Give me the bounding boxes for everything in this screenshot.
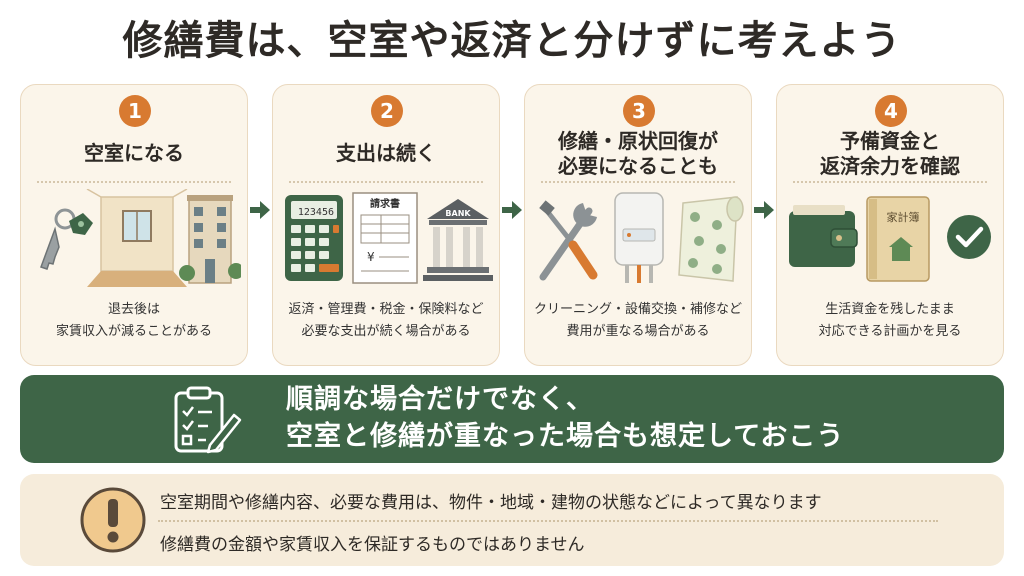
arrow-right-icon [250,201,270,219]
step-description-line: 必要な支出が続く場合がある [301,324,471,339]
step-card-4: 4 予備資金と 返済余力を確認 家計簿 生活資金を残したまま 対応できる計画かを… [776,84,1004,366]
bank-icon: BANK [423,199,493,281]
step-title: 支出は続く [273,141,499,166]
divider [541,181,735,183]
step-description-line: クリーニング・設備交換・補修など [533,302,742,317]
step-title-line: 返済余力を確認 [820,154,960,178]
invoice-icon: 請求書 ¥ [352,192,418,284]
key-message-line: 空室と修繕が重なった場合も想定しておこう [286,421,845,452]
step-description: 返済・管理費・税金・保険料など 必要な支出が続く場合がある [277,299,495,343]
divider [793,181,987,183]
bank-label: BANK [445,209,471,218]
step-description-line: 生活資金を残したまま [825,302,955,317]
household-book-label: 家計簿 [887,210,920,224]
wallpaper-roll-icon [678,196,744,282]
invoice-title: 請求書 [370,197,400,210]
step-description-line: 家賃収入が減ることがある [55,324,212,339]
step-illustration [40,189,241,287]
step-illustration [539,192,744,283]
step-title-line: 必要になることも [558,154,718,178]
tools-icon [539,200,598,281]
household-book-icon: 家計簿 [866,196,930,282]
step-description-line: 費用が重なる場合がある [566,324,710,339]
step-description-line: 退去後は [107,302,160,317]
step-description-line: 対応できる計画かを見る [818,324,962,339]
step-title: 予備資金と 返済余力を確認 [777,129,1003,179]
divider [158,520,938,522]
key-message-line: 順調な場合だけでなく、 [286,384,594,415]
disclaimer-line: 修繕費の金額や家賃収入を保証するものではありません [160,535,585,555]
apartment-building-icon [179,195,241,284]
arrow-right-icon [502,201,522,219]
empty-room-icon [86,189,188,287]
step-description: 退去後は 家賃収入が減ることがある [25,299,243,343]
step-title-line: 予備資金と [840,129,940,153]
step-card-2: 2 支出は続く 123456 請求書 ¥ [272,84,500,366]
step-number-badge: 3 [623,95,655,127]
step-card-1: 1 空室になる 退去後は 家 [20,84,248,366]
step-description: クリーニング・設備交換・補修など 費用が重なる場合がある [529,299,747,343]
step-card-3: 3 修繕・原状回復が 必要になることも [524,84,752,366]
disclaimer-note: 空室期間や修繕内容、必要な費用は、物件・地域・建物の状態などによって異なります … [20,474,1004,566]
divider [37,181,231,183]
step-number-badge: 4 [875,95,907,127]
disclaimer-line: 空室期間や修繕内容、必要な費用は、物件・地域・建物の状態などによって異なります [160,493,822,513]
calculator-display: 123456 [298,207,334,218]
key-message-banner: 順調な場合だけでなく、 空室と修繕が重なった場合も想定しておこう [20,375,1004,463]
divider [289,181,483,183]
step-description-line: 返済・管理費・税金・保険料など [288,302,484,317]
step-title: 空室になる [21,141,247,166]
checklist-clipboard-icon [174,386,242,454]
arrow-right-icon [754,201,774,219]
page-title: 修繕費は、空室や返済と分けずに考えよう [122,18,902,64]
invoice-yen-symbol: ¥ [367,250,375,264]
step-description: 生活資金を残したまま 対応できる計画かを見る [781,299,999,343]
key-message-text: 順調な場合だけでなく、 空室と修繕が重なった場合も想定しておこう [286,381,844,455]
wallet-icon [789,205,858,267]
step-number-badge: 1 [119,95,151,127]
step-number-badge: 2 [371,95,403,127]
checkmark-icon [947,215,991,259]
step-title-line: 修繕・原状回復が [558,129,718,153]
step-illustration: 家計簿 [789,196,991,282]
water-heater-icon [614,192,664,283]
exclamation-icon [80,487,146,553]
keys-icon [40,208,93,270]
step-title-line: 空室になる [84,141,184,165]
step-illustration: 123456 請求書 ¥ BANK [285,192,493,284]
step-title-line: 支出は続く [336,141,436,165]
step-title: 修繕・原状回復が 必要になることも [525,129,751,179]
calculator-icon: 123456 [285,195,343,281]
